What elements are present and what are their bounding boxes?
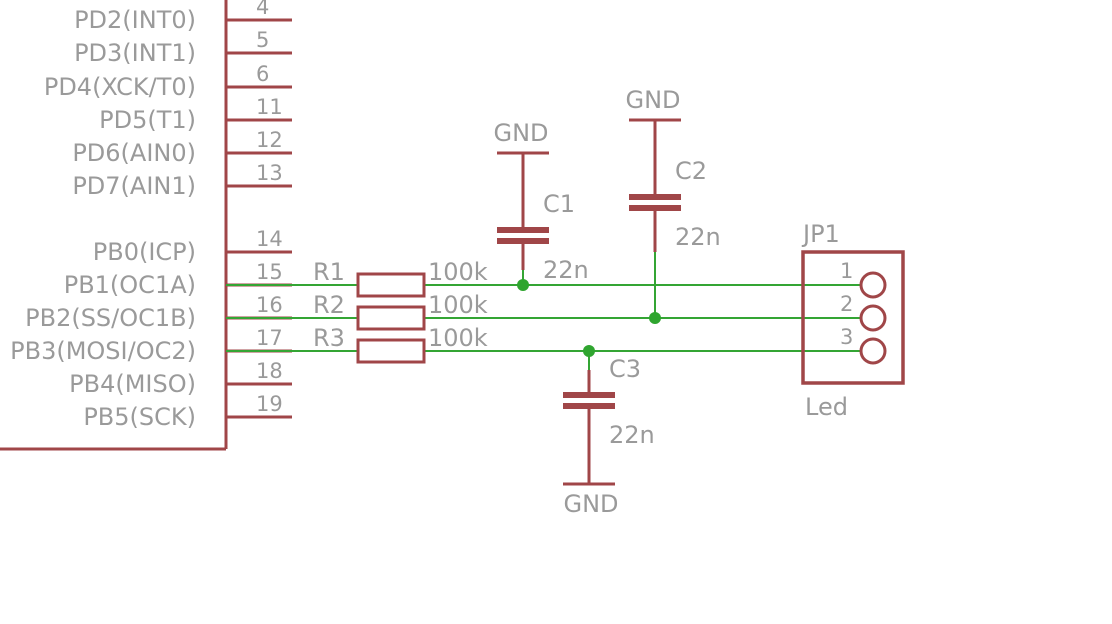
capacitor-value: 22n bbox=[609, 421, 655, 449]
capacitor-plate bbox=[563, 392, 615, 398]
mcu-pin-number: 11 bbox=[256, 95, 283, 119]
connector-pin bbox=[859, 304, 887, 332]
connector-pin-number: 2 bbox=[840, 292, 853, 316]
resistor-r2: R2 100k bbox=[313, 291, 488, 331]
mcu-pin-name: PD6(AIN0) bbox=[72, 139, 196, 167]
mcu-pin-number: 15 bbox=[256, 260, 283, 284]
mcu-pin-name: PB0(ICP) bbox=[93, 238, 196, 266]
mcu-pin-number: 4 bbox=[256, 0, 269, 19]
connector-pin-number: 3 bbox=[840, 325, 853, 349]
capacitor-c1: GND C1 22n bbox=[493, 119, 588, 284]
mcu-pin-name: PD4(XCK/T0) bbox=[44, 73, 196, 101]
resistor-body bbox=[356, 338, 426, 364]
capacitor-value: 22n bbox=[675, 223, 721, 251]
mcu-pin-name: PD7(AIN1) bbox=[72, 172, 196, 200]
ground-label: GND bbox=[563, 490, 618, 518]
mcu-pin-number: 6 bbox=[256, 62, 269, 86]
mcu-pin-number: 14 bbox=[256, 227, 283, 251]
mcu-pin-name: PB4(MISO) bbox=[69, 370, 196, 398]
resistor-body bbox=[356, 305, 426, 331]
microcontroller: PD2(INT0) PD3(INT1) PD4(XCK/T0) PD5(T1) … bbox=[0, 0, 292, 451]
connector-value: Led bbox=[805, 393, 848, 421]
capacitor-name: C1 bbox=[543, 190, 575, 218]
mcu-pin-number: 18 bbox=[256, 359, 283, 383]
resistor-value: 100k bbox=[428, 258, 488, 286]
mcu-pin-number: 17 bbox=[256, 326, 283, 350]
mcu-pin-name: PD2(INT0) bbox=[74, 6, 196, 34]
mcu-pin-number: 19 bbox=[256, 392, 283, 416]
mcu-pin-number: 13 bbox=[256, 161, 283, 185]
junction-dot bbox=[649, 312, 661, 324]
mcu-pin-name: PB1(OC1A) bbox=[64, 271, 196, 299]
mcu-pin-name: PD5(T1) bbox=[99, 106, 196, 134]
resistor-body bbox=[356, 272, 426, 298]
mcu-pin-name: PB2(SS/OC1B) bbox=[25, 304, 196, 332]
capacitor-value: 22n bbox=[543, 256, 589, 284]
connector-body bbox=[801, 250, 905, 385]
resistor-value: 100k bbox=[428, 291, 488, 319]
wires bbox=[226, 252, 862, 370]
mcu-pin-number: 16 bbox=[256, 293, 283, 317]
capacitor-name: C2 bbox=[675, 157, 707, 185]
capacitor-plate bbox=[497, 238, 549, 244]
connector-name: JP1 bbox=[801, 220, 840, 248]
mcu-pin-name: PD3(INT1) bbox=[74, 39, 196, 67]
capacitor-name: C3 bbox=[609, 355, 641, 383]
junction-dot bbox=[517, 279, 529, 291]
connector-pin bbox=[859, 337, 887, 365]
connector-jp1: 1 2 3 JP1 Led bbox=[801, 220, 905, 421]
resistor-r1: R1 100k bbox=[313, 258, 488, 298]
resistor-value: 100k bbox=[428, 324, 488, 352]
ground-label: GND bbox=[625, 86, 680, 114]
junction-dot bbox=[583, 345, 595, 357]
capacitor-c3: C3 22n GND bbox=[563, 355, 655, 518]
capacitor-c2: GND C2 22n bbox=[625, 86, 721, 252]
connector-pin-number: 1 bbox=[840, 259, 853, 283]
mcu-pin-name: PB5(SCK) bbox=[83, 403, 196, 431]
connector-pin bbox=[859, 271, 887, 299]
resistor-name: R1 bbox=[313, 258, 345, 286]
resistor-name: R2 bbox=[313, 291, 345, 319]
capacitor-plate bbox=[497, 227, 549, 233]
mcu-pin-name: PB3(MOSI/OC2) bbox=[10, 337, 196, 365]
mcu-pin-number: 12 bbox=[256, 128, 283, 152]
mcu-pin-number: 5 bbox=[256, 28, 269, 52]
capacitor-plate bbox=[629, 205, 681, 211]
capacitor-plate bbox=[563, 403, 615, 409]
capacitor-plate bbox=[629, 194, 681, 200]
ground-label: GND bbox=[493, 119, 548, 147]
resistor-name: R3 bbox=[313, 324, 345, 352]
resistor-r3: R3 100k bbox=[313, 324, 488, 364]
